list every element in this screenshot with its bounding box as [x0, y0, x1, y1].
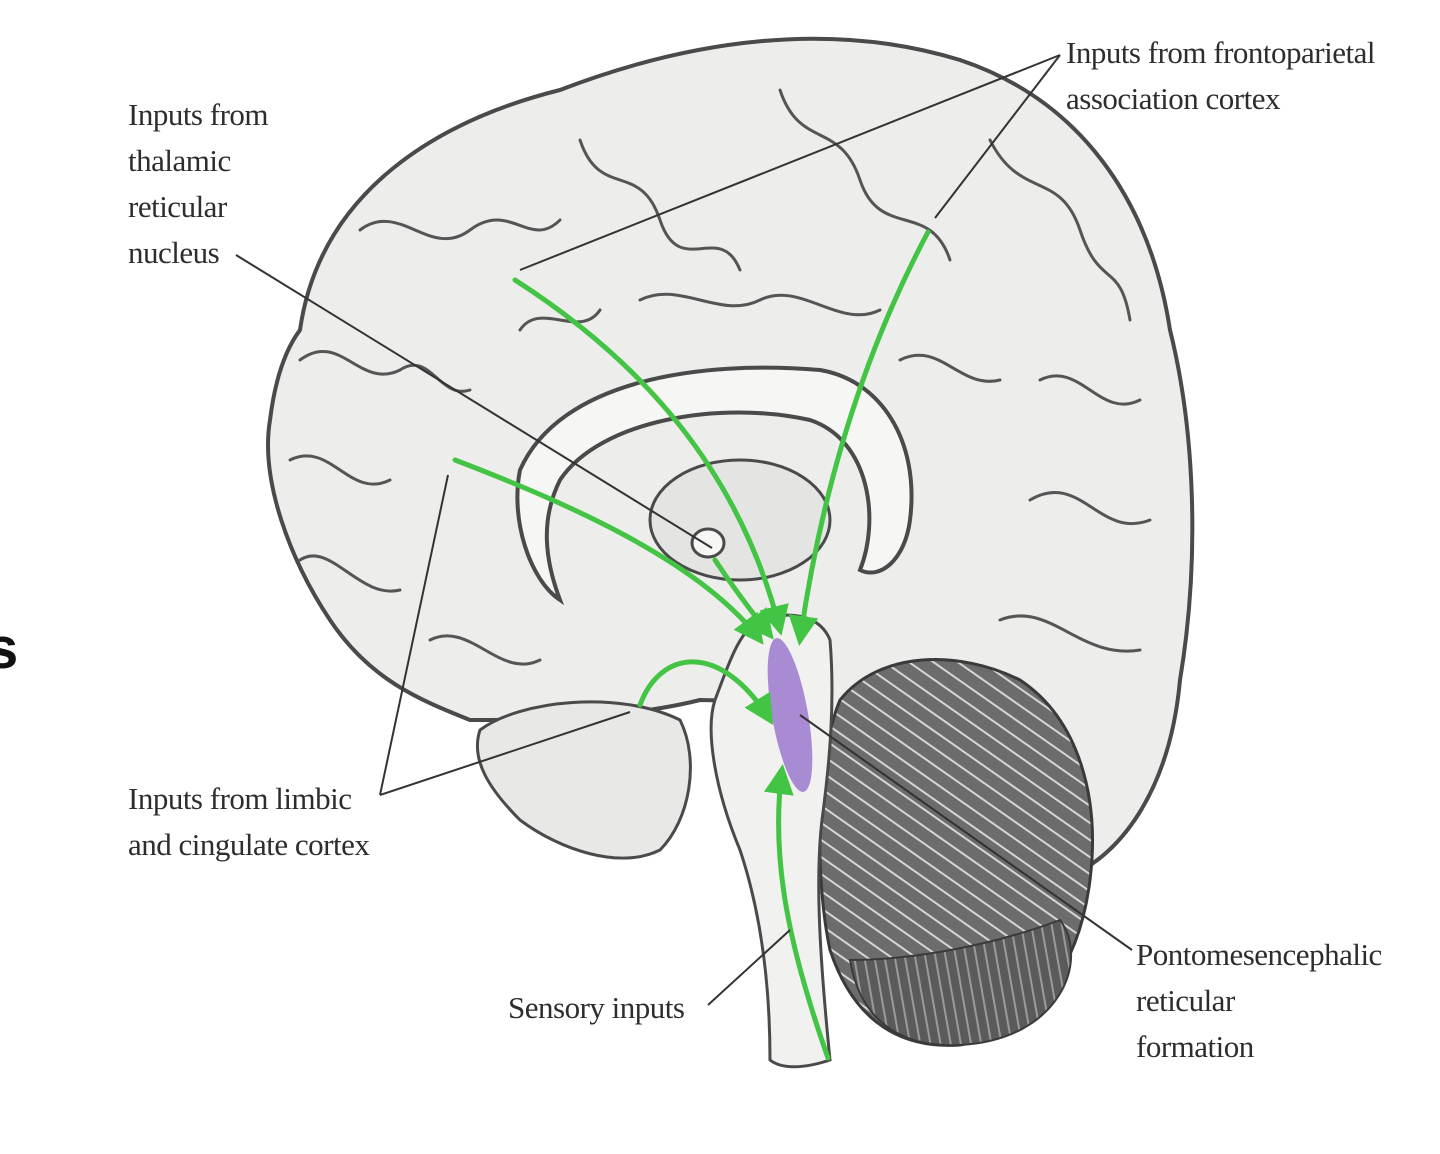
thalamic-pathway: [712, 557, 774, 640]
leader-limbic-a: [379, 474, 449, 796]
leader-thalamic: [235, 254, 713, 549]
frontoparietal-pathway-posterior: [788, 229, 931, 646]
leader-sensory: [707, 929, 791, 1006]
cerebellum-lower: [848, 918, 1073, 1047]
leader-frontoparietal-b: [934, 54, 1061, 219]
limbic-pathway-middle: [637, 659, 774, 726]
label-limbic-cingulate-cortex: Inputs from limbic and cingulate cortex: [128, 781, 370, 862]
label-sensory-inputs: Sensory inputs: [508, 990, 685, 1025]
label-pontomesencephalic-reticular-formation: Pontomesencephalic reticular formation: [1136, 937, 1382, 1064]
sensory-pathway: [763, 764, 831, 1061]
leader-frontoparietal-a: [519, 54, 1061, 271]
label-thalamic-reticular-nucleus: Inputs from thalamic reticular nucleus: [128, 97, 269, 270]
leader-pontomesencephalic: [799, 714, 1133, 951]
temporal-lobe: [475, 700, 692, 860]
input-pathways: [452, 229, 931, 1061]
corpus-callosum: [515, 365, 914, 606]
label-frontoparietal-association-cortex: Inputs from frontoparietal association c…: [1066, 35, 1375, 116]
cropped-edge-character: s: [0, 616, 19, 681]
interthalamic-adhesion: [690, 527, 726, 559]
reticular-formation: [767, 638, 813, 792]
leader-lines: [235, 54, 1133, 1006]
frontoparietal-pathway-anterior: [512, 277, 789, 636]
limbic-pathway-upper: [452, 457, 764, 645]
leader-limbic-b: [379, 711, 631, 796]
